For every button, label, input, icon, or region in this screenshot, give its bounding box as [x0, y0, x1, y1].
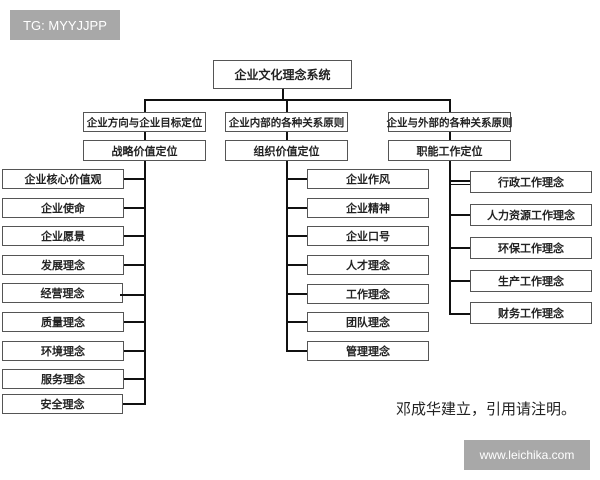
connector	[449, 161, 451, 314]
watermark-top-left: TG: MYYJJPP	[10, 10, 120, 40]
branch-external-level1: 企业与外部的各种关系原则	[387, 112, 513, 132]
connector	[124, 350, 145, 352]
connector	[449, 99, 451, 112]
connector	[286, 178, 307, 180]
connector	[449, 184, 470, 185]
strategy-item: 企业愿景	[2, 226, 124, 246]
organization-item: 工作理念	[307, 284, 429, 304]
strategy-item: 经营理念	[2, 283, 123, 303]
connector	[449, 214, 470, 216]
author-credit: 邓成华建立，引用请注明。	[396, 400, 577, 418]
connector	[123, 403, 145, 405]
connector	[286, 293, 307, 295]
connector	[124, 235, 145, 237]
connector	[286, 99, 288, 112]
connector	[449, 313, 470, 315]
connector	[286, 264, 307, 266]
connector	[144, 99, 146, 112]
strategy-item: 服务理念	[2, 369, 124, 389]
branch-internal-level2: 组织价值定位	[225, 140, 348, 161]
connector	[449, 132, 451, 140]
organization-item: 企业口号	[307, 226, 429, 246]
connector	[286, 235, 307, 237]
branch-strategy-level2: 战略价值定位	[83, 140, 206, 161]
connector	[124, 178, 145, 180]
connector	[124, 321, 145, 323]
branch-external-level2: 职能工作定位	[388, 140, 511, 161]
watermark-bottom-right: www.leichika.com	[464, 440, 590, 470]
strategy-item: 质量理念	[2, 312, 124, 332]
branch-strategy-level1: 企业方向与企业目标定位	[83, 112, 206, 132]
connector	[124, 207, 145, 209]
function-item: 财务工作理念	[470, 302, 592, 324]
connector	[286, 207, 307, 209]
organization-item: 企业作风	[307, 169, 429, 189]
connector	[144, 99, 451, 101]
strategy-item: 环境理念	[2, 341, 124, 361]
connector	[282, 89, 284, 101]
organization-item: 人才理念	[307, 255, 429, 275]
connector	[449, 280, 470, 282]
connector	[120, 294, 145, 296]
connector	[286, 321, 307, 323]
connector	[144, 161, 146, 405]
function-item: 环保工作理念	[470, 237, 592, 259]
connector	[144, 132, 146, 140]
strategy-item: 企业使命	[2, 198, 124, 218]
connector	[286, 132, 288, 140]
connector	[286, 350, 307, 352]
strategy-item: 企业核心价值观	[2, 169, 124, 189]
connector	[286, 161, 288, 352]
root-node: 企业文化理念系统	[213, 60, 352, 89]
connector	[124, 378, 145, 380]
function-item: 生产工作理念	[470, 270, 592, 292]
function-item: 行政工作理念	[470, 171, 592, 193]
connector	[449, 247, 470, 249]
connector	[124, 264, 145, 266]
strategy-item: 安全理念	[2, 394, 123, 414]
strategy-item: 发展理念	[2, 255, 124, 275]
branch-internal-level1: 企业内部的各种关系原则	[225, 112, 348, 132]
organization-item: 管理理念	[307, 341, 429, 361]
organization-item: 企业精神	[307, 198, 429, 218]
organization-item: 团队理念	[307, 312, 429, 332]
function-item: 人力资源工作理念	[470, 204, 592, 226]
connector	[449, 180, 470, 182]
